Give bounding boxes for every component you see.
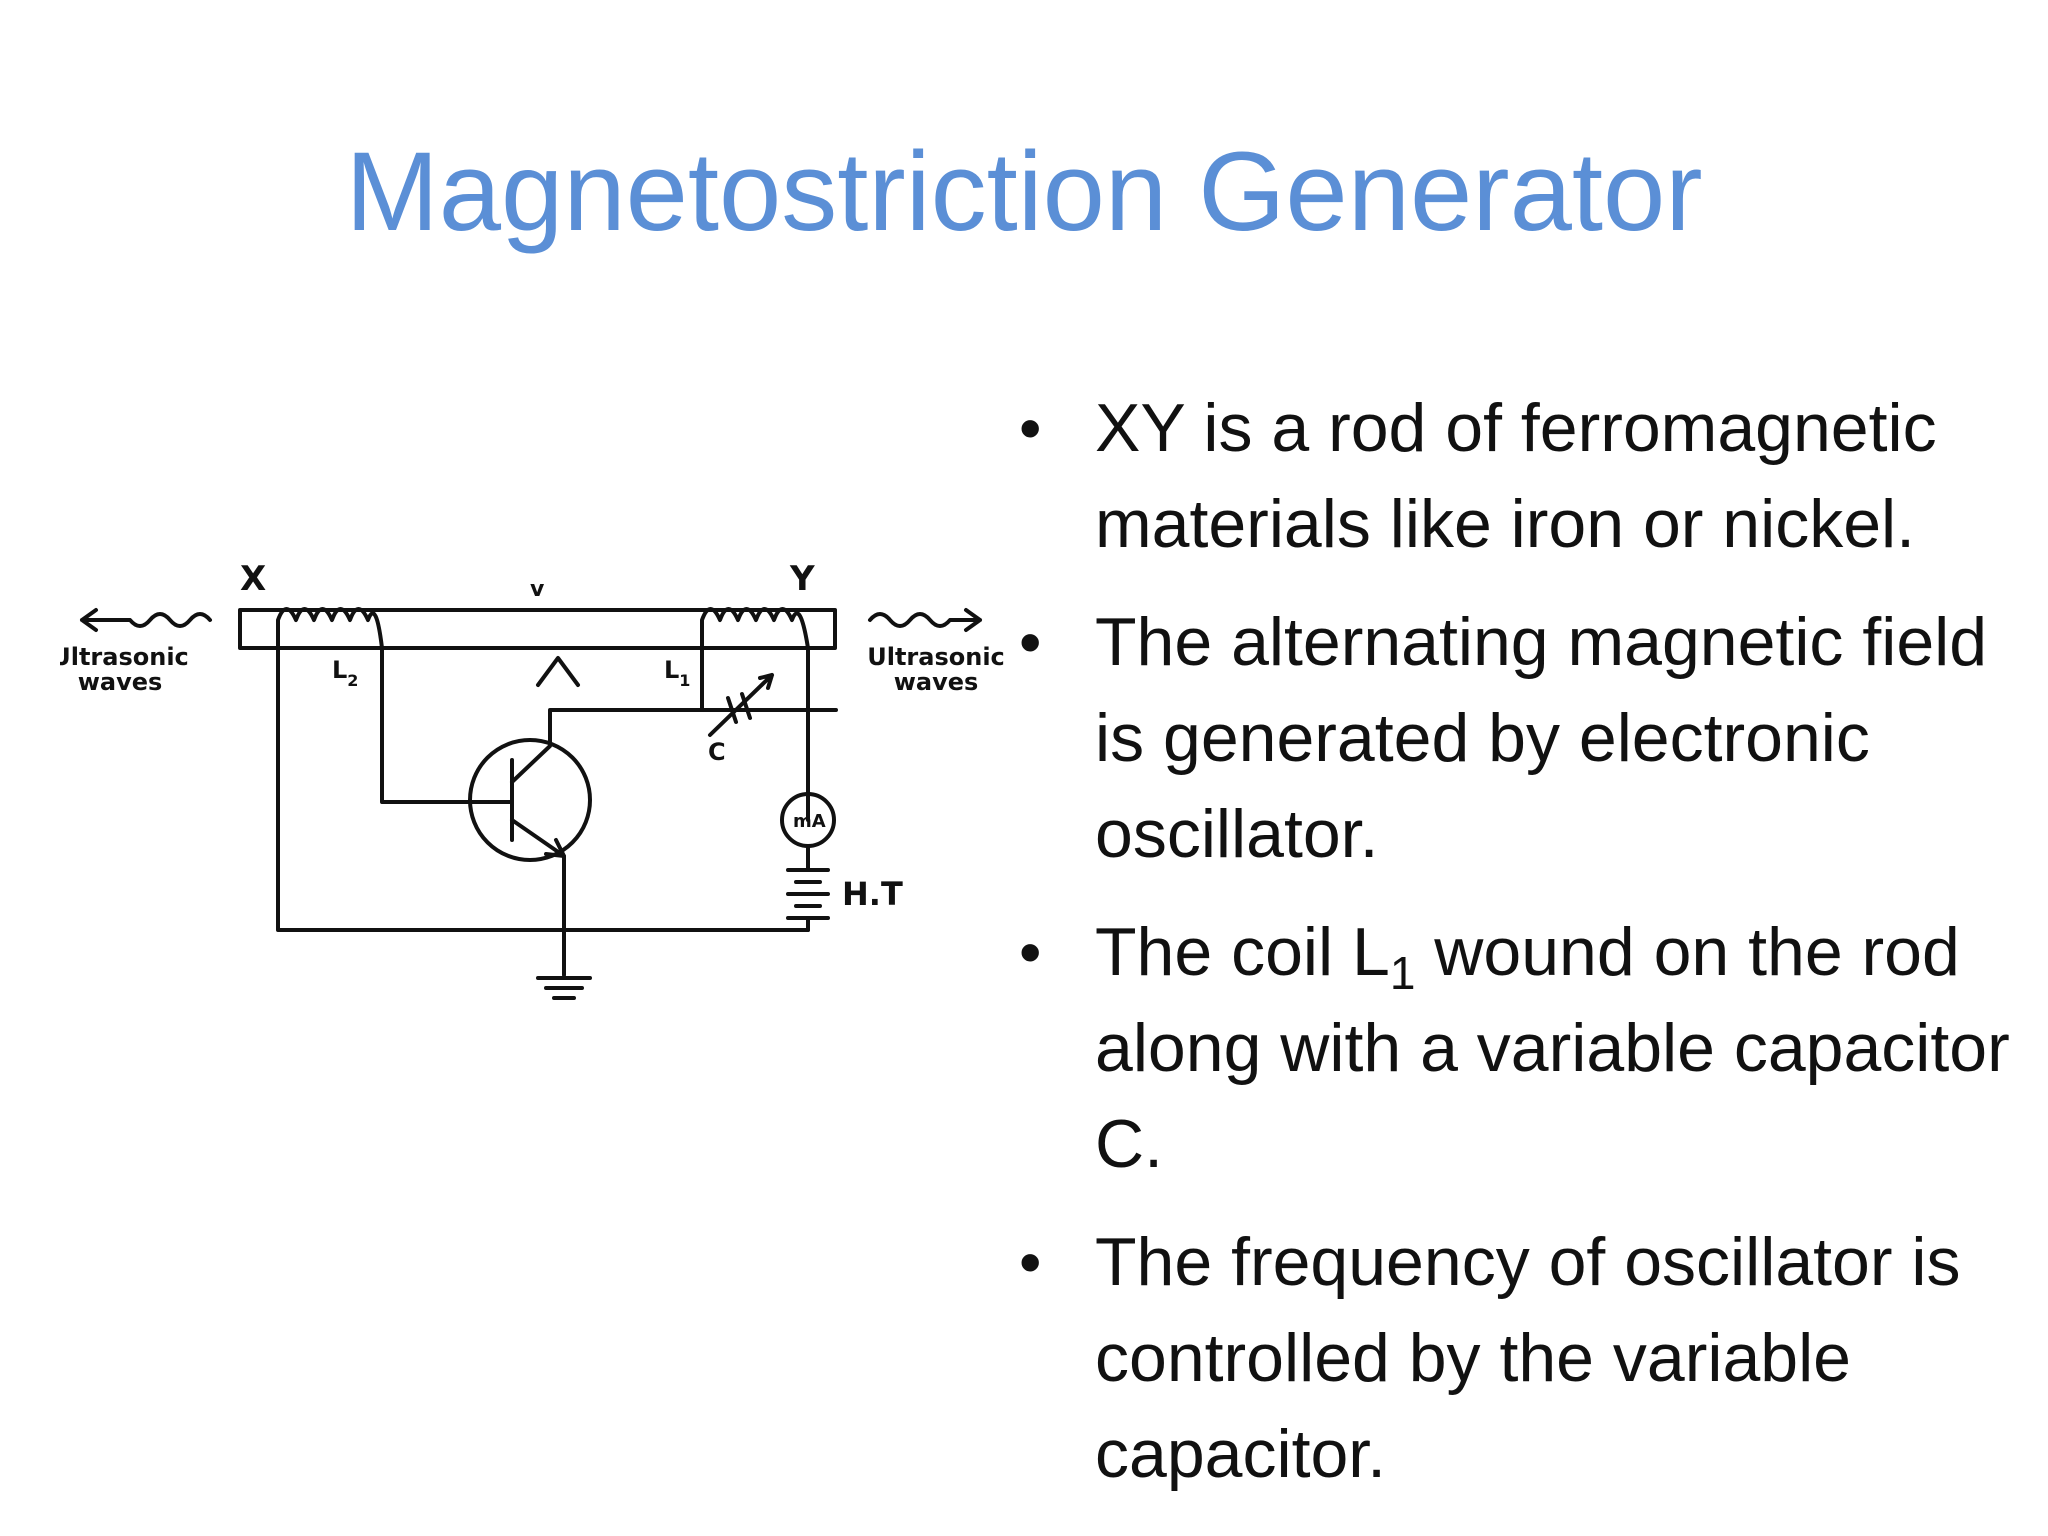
circuit-diagram-svg: X Y v L2 L1 C mA H.T Ultrasonic waves Ul… — [60, 559, 1005, 1000]
transistor-base — [488, 758, 514, 842]
label-l1: L1 — [664, 656, 690, 690]
bullet-item: The coil L1 wound on the rod along with … — [1015, 904, 2035, 1192]
rod-xy — [238, 608, 837, 650]
left-wave-label-1: Ultrasonic — [60, 643, 189, 671]
slide-title: Magnetostriction Generator — [345, 129, 1703, 254]
label-y: Y — [789, 559, 815, 599]
right-wave-label-1: Ultrasonic — [867, 643, 1005, 671]
circuit-diagram: X Y v L2 L1 C mA H.T Ultrasonic waves Ul… — [60, 520, 1020, 1020]
bullet-text: The alternating magnetic field is genera… — [1095, 604, 1988, 872]
label-ma: mA — [793, 811, 826, 832]
node-v-marker — [536, 656, 580, 687]
emitter-arrow — [544, 838, 566, 858]
left-wave-label-2: waves — [78, 668, 163, 696]
label-c: C — [708, 738, 726, 766]
label-v: v — [530, 577, 545, 602]
label-l2: L2 — [332, 656, 358, 690]
right-wave-arrow — [868, 608, 982, 632]
capacitor-c — [726, 692, 752, 724]
wire-l2-base — [380, 646, 492, 804]
wire-l2-left — [276, 646, 810, 932]
bullet-list: XY is a rod of ferromagnetic materials l… — [1015, 380, 2035, 1524]
transistor-collector — [510, 708, 838, 784]
capacitor-arrow — [708, 673, 774, 737]
bullet-subscript: 1 — [1389, 947, 1416, 999]
bullet-item: XY is a rod of ferromagnetic materials l… — [1015, 380, 2035, 572]
bullet-item: The alternating magnetic field is genera… — [1015, 594, 2035, 882]
left-wave-arrow — [80, 608, 212, 632]
bullet-item: The frequency of oscillator is controlle… — [1015, 1214, 2035, 1502]
coil-l1 — [700, 607, 810, 650]
label-x: X — [240, 559, 266, 599]
bullet-text: The frequency of oscillator is controlle… — [1095, 1224, 1961, 1492]
battery-ht — [786, 868, 830, 920]
label-ht: H.T — [842, 875, 903, 913]
bullet-text: XY is a rod of ferromagnetic materials l… — [1095, 390, 1937, 562]
ground-symbol — [536, 976, 592, 1000]
right-wave-label-2: waves — [894, 668, 979, 696]
coil-l2 — [276, 607, 384, 650]
bullet-text-pre: The coil L — [1095, 914, 1390, 990]
bullet-text-post: wound on the rod along with a variable c… — [1095, 914, 2010, 1182]
transistor — [468, 738, 592, 862]
